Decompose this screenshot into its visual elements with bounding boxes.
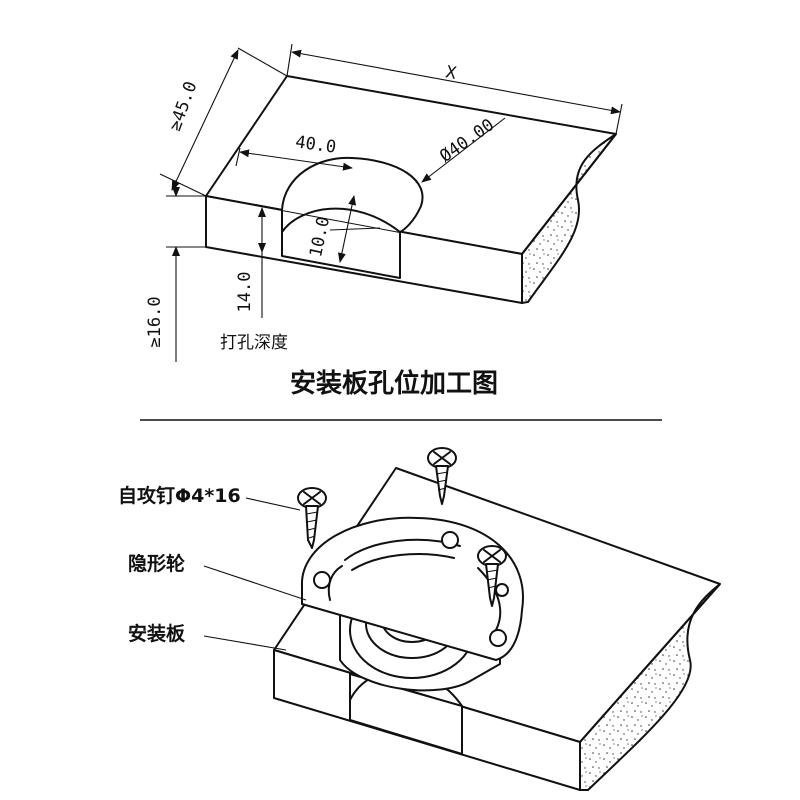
- caster-mount-plate: [300, 516, 524, 661]
- plate-hole-1: [313, 571, 331, 589]
- screw-label: 自攻钉Φ4*16: [118, 484, 241, 507]
- leader-screw: [245, 497, 301, 511]
- screw-left: [297, 487, 327, 549]
- leader-caster: [203, 565, 307, 601]
- dim-drill-depth: 14.0: [235, 272, 255, 313]
- top-board-drawing: X ≥45.0 40.0 Ø40.00 10.0 14.0 ≥16.0 打孔深度…: [145, 43, 623, 399]
- leader-board: [203, 635, 287, 651]
- dim-width-min: ≥45.0: [165, 79, 201, 134]
- screw-top: [427, 447, 457, 505]
- dim-board-thickness-min: ≥16.0: [145, 296, 165, 347]
- dim-x: X: [444, 62, 458, 84]
- board-end-grain: [521, 133, 617, 305]
- plate-hole-2: [441, 531, 459, 549]
- bottom-assembly-drawing: 自攻钉Φ4*16 隐形轮 安装板: [118, 447, 721, 791]
- counterbore-hole: [281, 156, 424, 233]
- board-label: 安装板: [128, 622, 186, 645]
- hole-bottom-arc: [281, 207, 401, 233]
- plate-hole-4: [495, 583, 509, 597]
- plate-hole-3: [489, 629, 507, 647]
- caster-label: 隐形轮: [128, 552, 185, 575]
- assembly-front-slot: [349, 673, 463, 755]
- assembly-board-end-grain: [579, 583, 721, 791]
- drawing-title: 安装板孔位加工图: [290, 368, 498, 399]
- plate-slot-right: [477, 567, 502, 631]
- drill-depth-label: 打孔深度: [220, 333, 288, 353]
- screw-right: [477, 545, 507, 607]
